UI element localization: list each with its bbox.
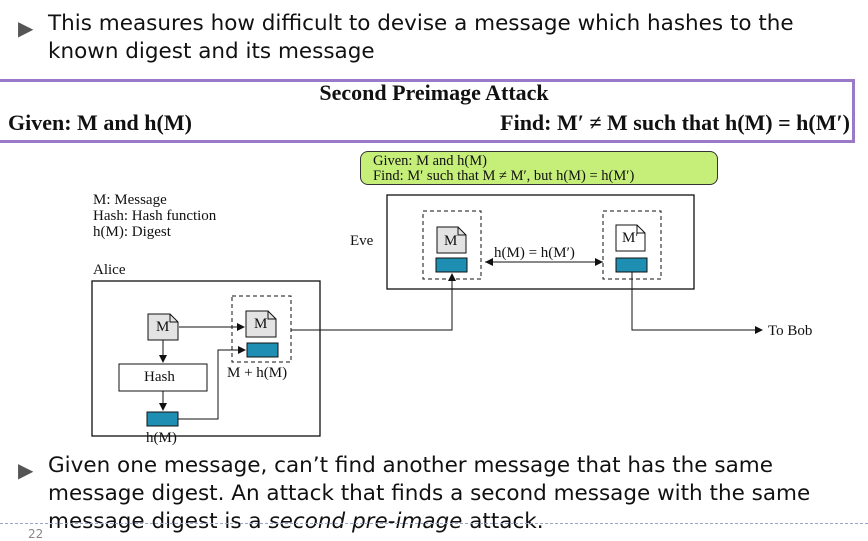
to-bob-label: To Bob bbox=[768, 323, 813, 339]
definition-title: Second Preimage Attack bbox=[319, 80, 549, 105]
alice-packet-dashed bbox=[231, 295, 292, 363]
eve-box bbox=[386, 194, 695, 290]
bullet-arrow-icon: ▶ bbox=[18, 16, 34, 40]
legend-hash: Hash: Hash function bbox=[93, 208, 217, 224]
definition-find: Find: M′ ≠ M such that h(M) = h(M′) bbox=[500, 110, 850, 135]
bullet-2-line-3-end: attack. bbox=[462, 509, 544, 534]
attack-callout: Given: M and h(M) Find: M′ such that M ≠… bbox=[360, 151, 718, 185]
definition-box bbox=[0, 79, 855, 143]
definition-given: Given: M and h(M) bbox=[8, 110, 192, 135]
alice-label: Alice bbox=[93, 262, 126, 278]
callout-find: Find: M′ such that M ≠ M′, but h(M) = h(… bbox=[373, 168, 635, 184]
bullet-text-1: This measures how difficult to devise a … bbox=[48, 10, 794, 66]
equal-digest-label: h(M) = h(M′) bbox=[494, 245, 575, 261]
digest-eve-forged bbox=[615, 257, 648, 273]
bullet-2-line-3: message digest is a second pre-image att… bbox=[48, 508, 810, 536]
document-icon-alice-packet-m bbox=[245, 310, 277, 338]
bullet-2-line-3-start: message digest is a bbox=[48, 509, 269, 534]
page-number: 22 bbox=[28, 527, 44, 541]
bullet-text-2: Given one message, can’t find another me… bbox=[48, 452, 810, 536]
digest-eve-original bbox=[435, 257, 468, 273]
alice-packet-doc-label: M bbox=[254, 316, 268, 332]
bullet-2-line-2: message digest. An attack that finds a s… bbox=[48, 481, 811, 506]
legend-digest: h(M): Digest bbox=[93, 224, 171, 240]
document-icon-eve-m bbox=[436, 226, 467, 254]
diagram-legend: M: Message Hash: Hash function h(M): Dig… bbox=[93, 192, 216, 240]
digest-alice-packet bbox=[246, 342, 279, 358]
eve-forged-doc-label: M′ bbox=[622, 230, 639, 246]
hash-label: Hash bbox=[144, 369, 175, 385]
alice-doc-label: M bbox=[156, 319, 170, 335]
bullet-1-line-1: This measures how difficult to devise a … bbox=[48, 11, 794, 36]
bullet-1-line-2: known digest and its message bbox=[48, 39, 375, 64]
footer-divider bbox=[0, 523, 868, 524]
document-icon-alice-m bbox=[147, 313, 179, 341]
packet-label: M + h(M) bbox=[227, 365, 288, 381]
document-icon-eve-m-prime bbox=[615, 224, 646, 252]
alice-box bbox=[91, 280, 321, 437]
eve-label: Eve bbox=[350, 233, 374, 249]
digest-label: h(M) bbox=[146, 430, 177, 446]
callout-given: Given: M and h(M) bbox=[373, 153, 487, 169]
digest-alice bbox=[146, 411, 179, 427]
eve-doc-label: M bbox=[444, 233, 458, 249]
hash-box bbox=[118, 363, 208, 392]
legend-message: M: Message bbox=[93, 192, 167, 208]
bullet-arrow-icon: ▶ bbox=[18, 458, 34, 482]
bullet-2-line-1: Given one message, can’t find another me… bbox=[48, 453, 773, 478]
bullet-2-emphasis: second pre-image bbox=[268, 509, 463, 534]
